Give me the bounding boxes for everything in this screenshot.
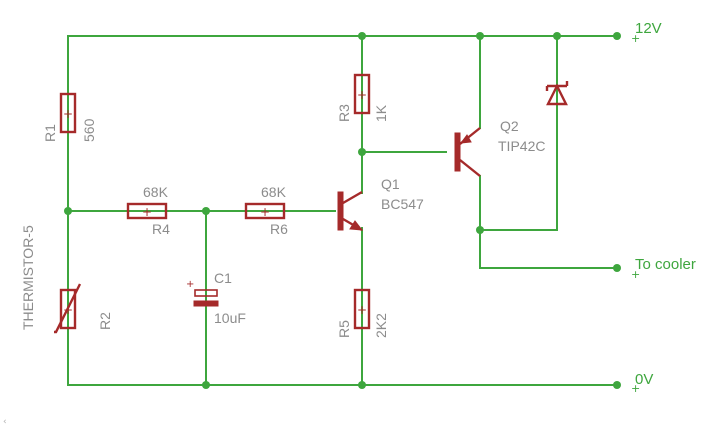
r1-value: 560 <box>81 118 97 142</box>
net-label-12v: 12V <box>635 20 662 37</box>
transistor-q1: Q1 BC547 <box>337 176 424 232</box>
diode-d1 <box>545 81 569 106</box>
transistor-q2: Q2 TIP42C <box>454 118 545 177</box>
junction-dot <box>64 207 72 215</box>
junction-dot <box>358 148 366 156</box>
q2-value: TIP42C <box>498 138 545 154</box>
svg-text:+: + <box>63 107 73 121</box>
r3-ref: R3 <box>336 104 352 122</box>
q1-value: BC547 <box>381 196 424 212</box>
svg-text:+: + <box>631 382 640 395</box>
resistor-r4: + 68K R4 <box>126 184 170 237</box>
wire-q2-collector <box>479 175 618 269</box>
svg-text:+: + <box>260 205 270 219</box>
svg-text:+: + <box>631 268 640 281</box>
resistor-r6: + 68K R6 <box>244 184 288 237</box>
junction-dot <box>613 32 621 40</box>
r4-ref: R4 <box>152 221 170 237</box>
svg-text:+: + <box>142 205 152 219</box>
r1-ref: R1 <box>42 124 58 142</box>
net-label-to-cooler: To cooler <box>635 256 696 273</box>
r6-ref: R6 <box>270 221 288 237</box>
svg-text:+: + <box>186 279 194 290</box>
r5-ref: R5 <box>336 320 352 338</box>
q2-ref: Q2 <box>500 118 519 134</box>
svg-text:+: + <box>357 303 367 317</box>
junctions <box>64 32 621 389</box>
net-label-0v: 0V <box>635 371 653 388</box>
resistor-r3: + R3 1K <box>336 73 389 122</box>
q1-ref: Q1 <box>381 176 400 192</box>
corner-mark: ‹ <box>3 417 7 426</box>
wire-diode-column <box>479 35 558 231</box>
resistor-r1: + R1 560 <box>42 92 97 142</box>
svg-text:+: + <box>357 88 367 102</box>
r5-value: 2K2 <box>373 313 389 338</box>
junction-dot <box>476 32 484 40</box>
resistor-r5: + R5 2K2 <box>336 288 389 338</box>
r4-value: 68K <box>143 184 169 200</box>
r3-value: 1K <box>373 104 389 122</box>
junction-dot <box>476 226 484 234</box>
junction-dot <box>202 381 210 389</box>
r2-value: THERMISTOR-5 <box>20 225 36 330</box>
junction-dot <box>613 264 621 272</box>
junction-dot <box>553 32 561 40</box>
junction-dot <box>358 32 366 40</box>
junction-dot <box>358 381 366 389</box>
c1-ref: C1 <box>214 270 232 286</box>
c1-value: 10uF <box>214 310 246 326</box>
junction-dot <box>202 207 210 215</box>
capacitor-c1: + C1 10uF <box>186 270 246 326</box>
r2-ref: R2 <box>97 312 113 330</box>
r6-value: 68K <box>261 184 287 200</box>
thermistor-r2: + R2 THERMISTOR-5 <box>20 225 113 334</box>
net-labels: 12V + To cooler + 0V + <box>631 20 696 395</box>
svg-text:+: + <box>631 32 640 45</box>
junction-dot <box>613 381 621 389</box>
svg-text:+: + <box>63 303 73 317</box>
